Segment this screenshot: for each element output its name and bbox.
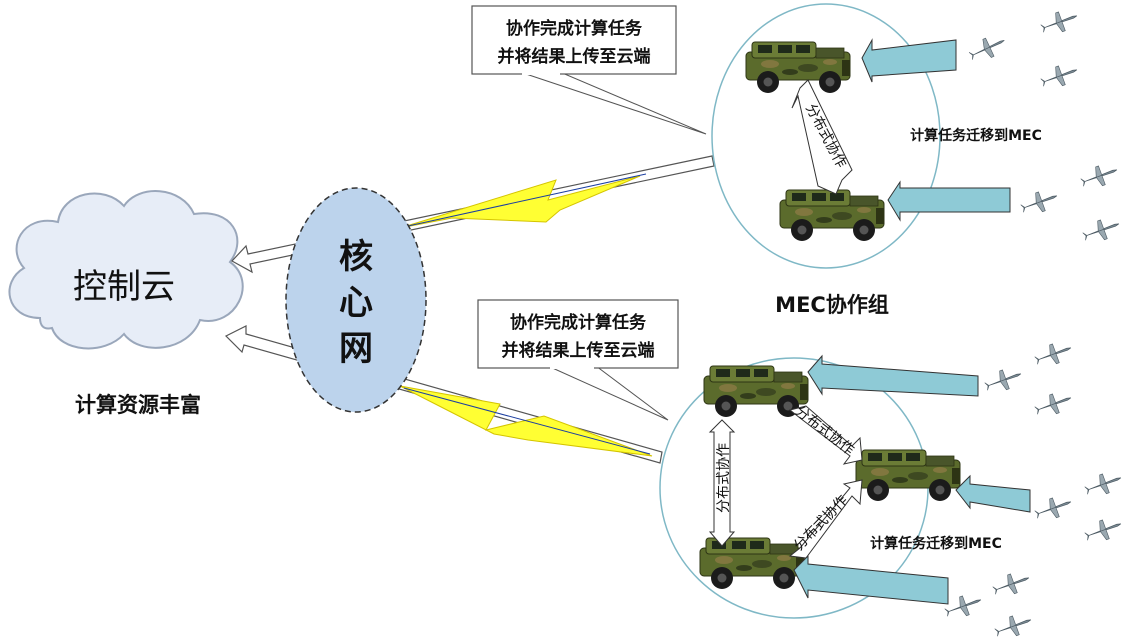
collab-label-bottom-diag: 分布式协作 <box>791 492 851 553</box>
drone-icon <box>982 364 1025 397</box>
collab-label-bottom-right: 分布式协作 <box>792 403 857 459</box>
drone-icon <box>1038 6 1081 39</box>
collab-arrow-bottom-left: 分布式协作 <box>708 419 736 547</box>
offload-arrow <box>955 474 1031 513</box>
military-vehicle-icon <box>699 537 805 590</box>
core-char-3: 网 <box>339 329 373 369</box>
core-network: 核 心 网 <box>285 187 427 413</box>
offload-label-bottom: 计算任务迁移到MEC <box>870 535 1002 552</box>
drone-icon <box>1082 514 1125 547</box>
drone-icon <box>942 590 985 623</box>
drone-icon <box>1038 60 1081 93</box>
drone-icon <box>1078 160 1121 193</box>
collab-arrow-bottom-diag: 分布式协作 <box>788 479 863 559</box>
offload-arrow <box>807 354 979 397</box>
offload-arrow <box>861 38 957 83</box>
core-char-1: 核 <box>339 237 373 277</box>
offload-arrow <box>793 554 949 605</box>
drone-icon <box>1032 492 1075 525</box>
collab-arrow-bottom-right: 分布式协作 <box>788 403 863 465</box>
offload-label-top: 计算任务迁移到MEC <box>910 127 1042 144</box>
military-vehicle-icon <box>745 41 851 94</box>
control-cloud: 控制云 <box>8 190 244 350</box>
cloud-caption: 计算资源丰富 <box>75 393 201 417</box>
drone-icon <box>1032 388 1075 421</box>
drone-icon <box>966 30 1009 66</box>
drone-icon <box>1080 214 1123 247</box>
callout-top: 协作完成计算任务 并将结果上传至云端 <box>471 5 707 135</box>
drone-icon <box>990 568 1033 601</box>
military-vehicle-icon <box>855 449 961 502</box>
cloud-icon <box>8 190 244 350</box>
core-char-2: 心 <box>339 283 373 323</box>
callout-bottom-line2: 并将结果上传至云端 <box>502 340 655 361</box>
mec-cluster-top <box>711 3 941 269</box>
drone-icon <box>1018 186 1061 219</box>
military-vehicle-icon <box>779 189 885 242</box>
drone-icon <box>1032 338 1075 371</box>
mec-group-label: MEC协作组 <box>775 293 889 317</box>
offload-arrow <box>887 180 1011 222</box>
drone-icon <box>1082 468 1125 501</box>
cloud-label: 控制云 <box>73 267 175 307</box>
callout-bottom: 协作完成计算任务 并将结果上传至云端 <box>477 299 679 421</box>
callout-top-line2: 并将结果上传至云端 <box>498 46 651 67</box>
callout-bottom-line1: 协作完成计算任务 <box>510 312 647 333</box>
callout-top-line1: 协作完成计算任务 <box>506 18 643 39</box>
drone-icon <box>992 610 1035 638</box>
collab-arrow-top: 分布式协作 <box>791 79 853 195</box>
collab-label-bottom-left: 分布式协作 <box>716 443 732 513</box>
